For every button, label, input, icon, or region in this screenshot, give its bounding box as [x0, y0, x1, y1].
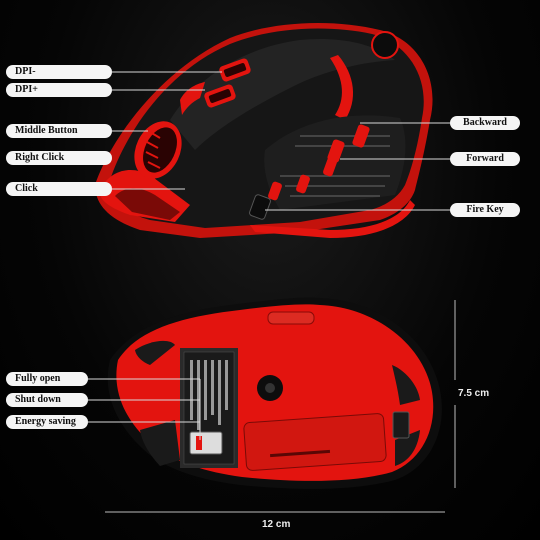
callout-middle-button: Middle Button — [6, 124, 112, 138]
callout-shut-down: Shut down — [6, 393, 88, 407]
sticker-text-lines — [190, 360, 228, 430]
callout-fully-open: Fully open — [6, 372, 88, 386]
bottom-leader-lines — [88, 378, 201, 440]
mouse-bottom-view — [107, 297, 442, 489]
callout-backward: Backward — [450, 116, 520, 130]
leader-lines — [100, 71, 450, 211]
callout-forward: Forward — [450, 152, 520, 166]
dimension-height: 7.5 cm — [458, 388, 490, 399]
callout-right-click: Right Click — [6, 151, 112, 165]
callout-dpi-minus: DPI- — [6, 65, 112, 79]
dimension-lines — [105, 300, 456, 513]
dimension-width: 12 cm — [262, 519, 291, 530]
callout-energy-saving: Energy saving — [6, 415, 88, 429]
wheel-ridges — [145, 131, 161, 169]
side-buttons — [268, 124, 370, 201]
callout-click: Click — [6, 182, 112, 196]
callout-dpi-plus: DPI+ — [6, 83, 112, 97]
callout-fire-key: Fire Key — [450, 203, 520, 217]
mouse-top-view — [95, 23, 433, 238]
